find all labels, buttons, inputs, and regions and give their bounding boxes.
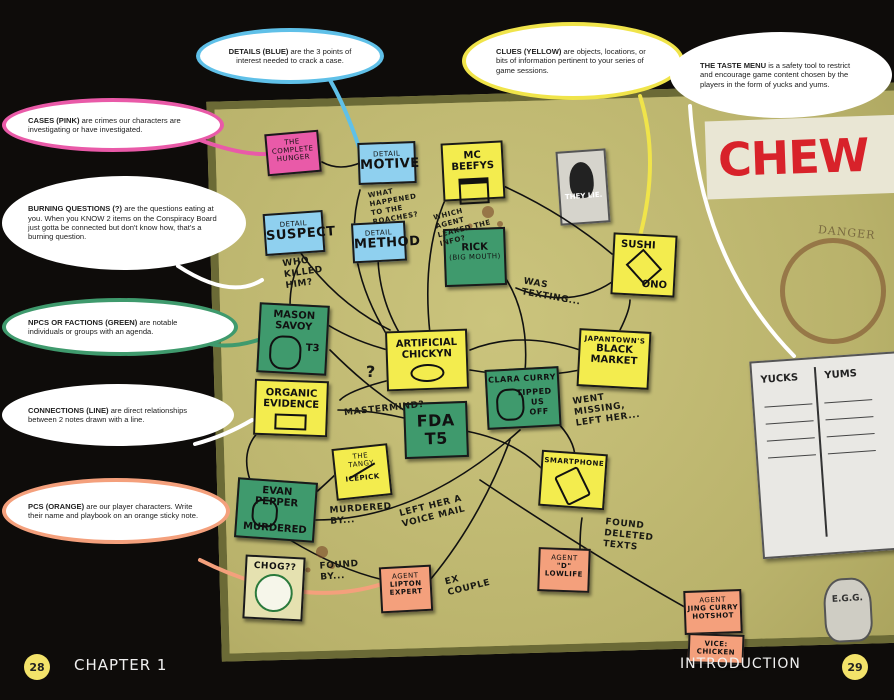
clue-note-tangy-icepick: THE TANGY ICEPICK (331, 443, 393, 501)
bubble-cases-pink: CASES (PINK) are crimes our characters a… (2, 98, 224, 152)
scrawl-found-by: FOUND BY... (319, 558, 360, 583)
bubble-pcs-orange: PCS (ORANGE) are our player characters. … (2, 478, 230, 544)
smartphone-icon (553, 465, 592, 507)
bubble-npcs-green: NPCS OR FACTIONS (GREEN) are notable ind… (2, 298, 238, 356)
bubble-clues-yellow: CLUES (YELLOW) are objects, locations, o… (462, 22, 684, 100)
yums-checklist (823, 387, 876, 458)
scrawl-found-deleted-texts: FOUND DELETED TEXTS (602, 517, 654, 553)
yucks-heading: YUCKS (760, 372, 799, 386)
clue-note-artificial-chickyn: ARTIFICIAL CHICKYN (384, 328, 470, 392)
coffee-ring-stain (780, 238, 886, 344)
section-label: INTRODUCTION (680, 656, 801, 672)
bubble-burning-questions: BURNING QUESTIONS (?) are the questions … (2, 176, 246, 270)
bubble-details-blue: DETAILS (BLUE) are the 3 points of inter… (196, 28, 384, 84)
pc-note-agent-d: AGENT "D" LOWLIFE (537, 547, 591, 593)
chew-poster: CHEW (704, 114, 894, 200)
page-number-right: 29 (842, 654, 868, 680)
page-number-left: 28 (24, 654, 50, 680)
chog-creature-icon (253, 573, 294, 613)
face-sketch-icon (268, 334, 303, 371)
egg-text: E.G.G. (831, 593, 864, 605)
clue-note-japantown-black-market: JAPANTOWN'S BLACK MARKET (576, 328, 652, 390)
npc-note-mason-savoy: MASON SAVOY T3 (256, 302, 330, 376)
clue-note-smartphone: SMARTPHONE (538, 449, 608, 511)
they-lie-text: THEY LIE. (564, 190, 603, 202)
chapter-label: CHAPTER 1 (74, 656, 168, 674)
they-lie-poster: THEY LIE. (555, 148, 611, 226)
yums-heading: YUMS (824, 368, 858, 382)
evidence-box-icon (274, 413, 307, 431)
pc-note-agent-lipton: AGENT LIPTON EXPERT (378, 564, 434, 614)
clue-note-mc-beefys: MC BEEFYS (440, 140, 506, 205)
detail-note-method: DETAIL METHOD (350, 220, 421, 264)
case-note-complete-hunger: THE COMPLETE HUNGER (264, 129, 322, 177)
detail-note-motive: DETAIL MOTIVE (357, 141, 420, 185)
clue-note-chog: CHOG?? (242, 554, 306, 622)
clue-note-organic-evidence: ORGANIC EVIDENCE (253, 378, 329, 438)
scrawl-murdered-by: MURDERED BY... (329, 501, 393, 527)
taste-menu-sheet: YUCKS YUMS (749, 350, 894, 560)
bubble-connections-line: CONNECTIONS (LINE) are direct relationsh… (2, 384, 234, 446)
bubble-taste-menu: THE TASTE MENU is a safety tool to restr… (670, 32, 892, 118)
clue-note-sushi-ono: SUSHI ONO (610, 232, 678, 298)
detail-note-suspect: DETAIL SUSPECT (262, 209, 336, 257)
chew-logo-text: CHEW (717, 127, 870, 188)
yucks-checklist (763, 391, 817, 462)
scrawl-burning-question-mark: ? (366, 362, 376, 381)
scrawl-who-killed-him: WHO KILLED HIM? (281, 255, 324, 292)
chicken-nugget-icon (410, 363, 445, 383)
npc-note-clara-curry: CLARA CURRY TIPPED US OFF (484, 366, 562, 430)
egg-poster: E.G.G. (822, 576, 874, 644)
pc-note-agent-jing-curry: AGENT JING CURRY HOTSHOT (683, 589, 743, 635)
npc-note-evan-pepper: EVAN PEPPER MURDERED (234, 477, 318, 543)
